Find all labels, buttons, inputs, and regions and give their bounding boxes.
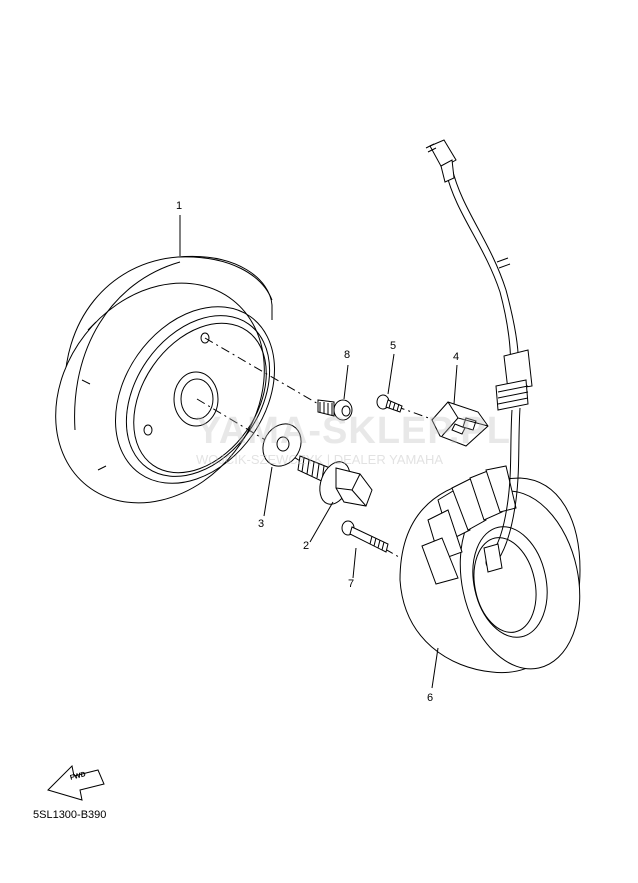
- washer-part-3: [262, 423, 302, 467]
- watermark-subtitle: WOJCIK-SZEWCZYK | DEALER YAMAHA: [196, 452, 444, 467]
- callout-5: 5: [390, 340, 397, 352]
- callout-6: 6: [427, 692, 434, 704]
- flywheel-rotor: [55, 255, 275, 504]
- callout-1: 1: [176, 200, 183, 212]
- callout-3: 3: [258, 518, 265, 530]
- stator-coil: [399, 465, 581, 674]
- screw-part-5: [376, 394, 403, 413]
- watermark-brand: YAMA-SKLEP.PL: [196, 410, 511, 452]
- wire-harness: [425, 139, 533, 573]
- callout-leader-lines: [179, 215, 458, 689]
- diagram-code: 5SL1300-B390: [33, 809, 107, 821]
- fwd-arrow-icon: [47, 764, 105, 801]
- callout-8: 8: [344, 349, 351, 361]
- clamp-part-4: [431, 401, 489, 447]
- bolt-part-8: [317, 399, 353, 421]
- flange-bolt-part-2: [297, 455, 373, 507]
- screw-part-7: [341, 520, 389, 553]
- callout-4: 4: [453, 351, 460, 363]
- callout-2: 2: [303, 540, 310, 552]
- callout-7: 7: [348, 578, 355, 590]
